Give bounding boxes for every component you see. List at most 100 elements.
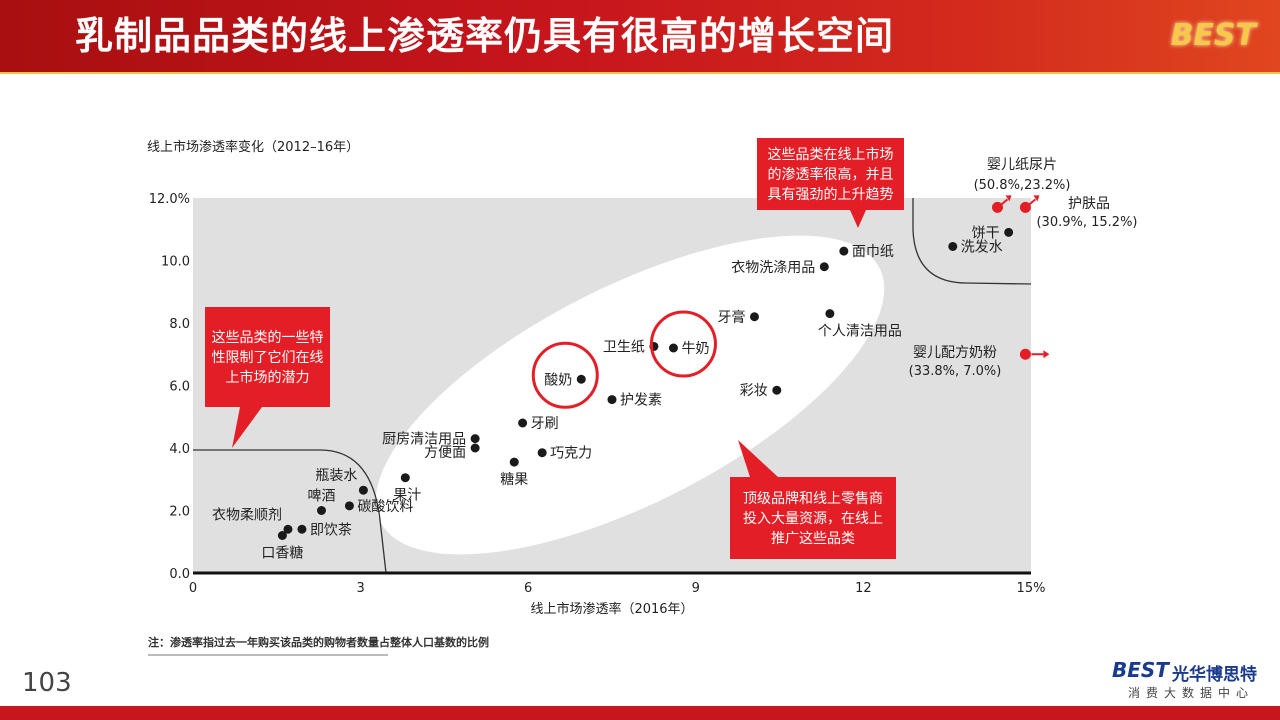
data-point: [772, 385, 782, 395]
point-label: 方便面: [424, 445, 466, 461]
offchart-value: (33.8%, 7.0%): [909, 364, 1002, 379]
x-tick-label: 12: [855, 581, 872, 596]
point-label: 牛奶: [681, 341, 709, 357]
low-potential-boundary: [193, 449, 387, 574]
x-tick-label: 6: [524, 581, 532, 596]
data-point: [948, 241, 958, 251]
offchart-value: (30.9%, 15.2%): [1036, 215, 1137, 230]
high-growth-boundary: [912, 198, 1032, 285]
point-label: 卫生纸: [603, 339, 645, 355]
point-label: 面巾纸: [852, 244, 894, 260]
point-label: 护发素: [620, 393, 662, 409]
callout-text: 具有强劲的上升趋势: [768, 187, 894, 203]
brand-mark: BEST: [1112, 658, 1169, 682]
data-point: [537, 448, 547, 458]
point-label: 厨房清洁用品: [382, 432, 466, 448]
data-point: [316, 506, 326, 515]
point-label: 彩妆: [740, 383, 768, 399]
y-tick-label: 0.0: [169, 567, 190, 582]
data-point: [749, 312, 759, 322]
x-tick-label: 9: [692, 581, 700, 596]
y-tick-label: 4.0: [169, 442, 190, 457]
point-label: 果汁: [393, 488, 421, 504]
best-logo: BEST: [1170, 18, 1256, 53]
data-point: [819, 262, 829, 272]
point-label: 衣物柔顺剂: [212, 507, 282, 523]
data-point: [277, 531, 287, 540]
y-tick-label: 6.0: [169, 380, 190, 395]
data-point: [1004, 227, 1014, 237]
offchart-label: 婴儿配方奶粉: [913, 345, 997, 361]
x-tick-label: 0: [189, 581, 197, 596]
offchart-arrowhead: [1043, 350, 1050, 359]
point-label: 口香糖: [261, 546, 303, 562]
callout-text: 性限制了它们在线: [212, 349, 324, 366]
data-point: [344, 501, 354, 511]
footnote-cutoff: [148, 652, 388, 658]
x-tick-label: 15%: [1017, 581, 1046, 596]
header-divider: [0, 72, 1280, 74]
callout-tail: [850, 210, 866, 228]
data-point: [509, 457, 519, 467]
callout-text: 推广这些品类: [771, 530, 855, 547]
callout-tail: [738, 440, 778, 477]
point-label: 牙膏: [717, 309, 745, 326]
y-tick-label: 8.0: [169, 317, 190, 332]
data-point: [607, 395, 617, 405]
y-tick-label: 2.0: [169, 505, 190, 520]
brand-subtitle: 消费大数据中心: [1128, 686, 1255, 700]
offchart-arrow: [1028, 198, 1037, 206]
footnote: 注：渗透率指过去一年购买该品类的购物者数量占整体人口基数的比例: [148, 636, 489, 649]
y-tick-label: 10.0: [161, 255, 190, 270]
offchart-point: [1019, 348, 1031, 360]
callout-box: [205, 307, 330, 407]
offchart-label: 护肤品: [1068, 196, 1110, 212]
callout-box: [730, 477, 896, 559]
highlight-circle: [531, 341, 599, 409]
chart-title: 线上市场渗透率变化（2012–16年）: [147, 139, 359, 155]
offchart-point: [991, 201, 1003, 213]
footer-bar: [0, 706, 1280, 720]
highlight-circle: [649, 310, 717, 378]
point-label: 即饮茶: [310, 522, 352, 538]
offchart-value: (50.8%,23.2%): [974, 178, 1071, 193]
data-point: [400, 473, 410, 483]
point-label: 巧克力: [550, 446, 592, 462]
x-axis-label: 线上市场渗透率（2016年）: [530, 601, 693, 617]
point-label: 个人清洁用品: [818, 324, 902, 340]
data-point: [470, 443, 480, 453]
data-point: [825, 309, 835, 319]
x-tick-label: 3: [356, 581, 364, 596]
offchart-arrow: [1000, 198, 1009, 206]
data-point: [839, 246, 849, 256]
offchart-point: [1019, 201, 1031, 213]
offchart-arrowhead: [1033, 195, 1040, 202]
offchart-arrowhead: [1005, 195, 1012, 202]
data-point: [283, 524, 293, 534]
point-label: 牙刷: [531, 416, 559, 432]
point-label: 洗发水: [961, 239, 1003, 255]
page-title: 乳制品品类的线上渗透率仍具有很高的增长空间: [75, 14, 895, 58]
callout-text: 这些品类的一些特: [212, 329, 324, 346]
point-label: 衣物洗涤用品: [731, 260, 815, 276]
callout-tail: [232, 407, 262, 448]
point-label: 啤酒: [307, 489, 335, 505]
data-point: [576, 374, 586, 384]
brand-name: 光华博思特: [1172, 665, 1257, 685]
point-label: 饼干: [972, 225, 1000, 241]
page-number: 103: [22, 668, 72, 698]
y-tick-label: 12.0%: [149, 192, 190, 207]
offchart-label: 婴儿纸尿片: [987, 157, 1057, 173]
data-point: [297, 524, 307, 534]
point-label: 糖果: [500, 472, 528, 488]
data-point: [518, 418, 528, 428]
callout-box: [757, 138, 904, 210]
data-point: [358, 485, 368, 495]
callout-text: 顶级品牌和线上零售商: [743, 490, 883, 507]
callout-text: 的渗透率很高，并且: [768, 166, 894, 183]
callout-text: 上市场的潜力: [226, 369, 310, 386]
point-label: 酸奶: [544, 372, 572, 388]
point-label: 碳酸饮料: [357, 499, 413, 515]
data-point: [470, 434, 480, 444]
